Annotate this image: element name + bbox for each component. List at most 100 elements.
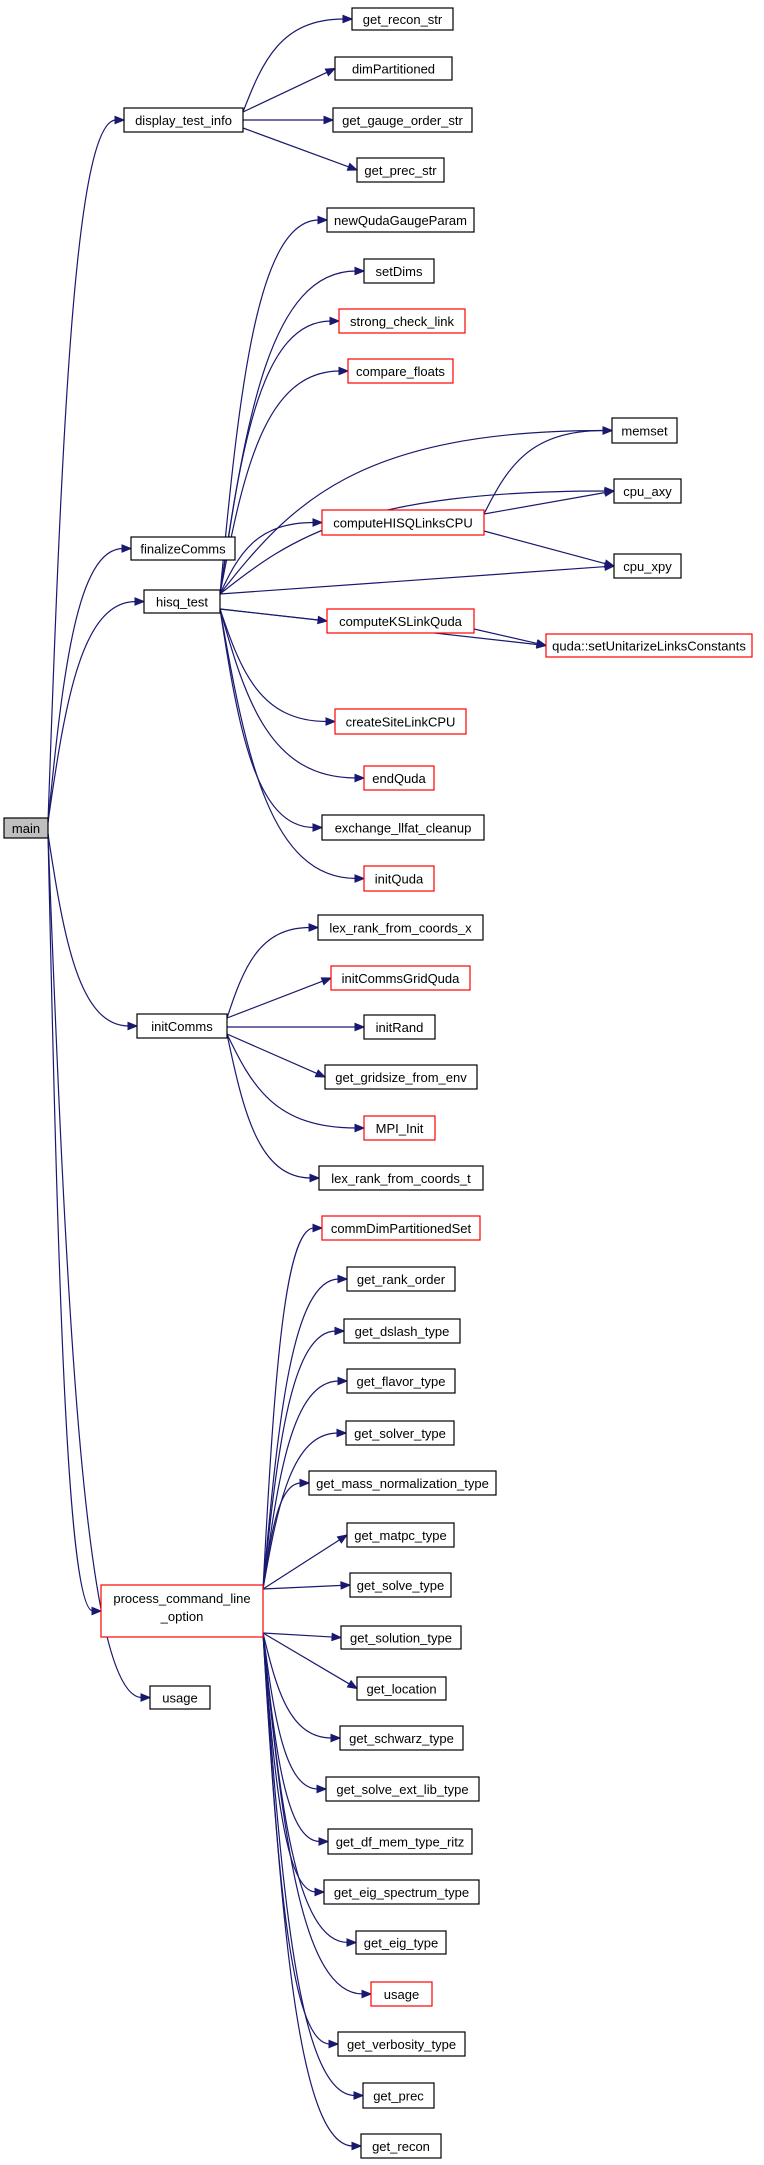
edge-main-to-usage-main	[47, 833, 152, 1702]
node-box	[346, 1368, 456, 1394]
node-label: get_mass_normalization_type	[316, 1476, 489, 1491]
node-finalizecomms[interactable]: finalizeComms	[130, 536, 236, 561]
node-get-dslash-type[interactable]: get_dslash_type	[343, 1318, 461, 1344]
node-get-matpc-type[interactable]: get_matpc_type	[346, 1522, 455, 1548]
node-get-eig-type[interactable]: get_eig_type	[355, 1930, 447, 1955]
node-usage-pcl[interactable]: usage	[370, 1981, 433, 2007]
node-box	[3, 817, 49, 839]
node-label: endQuda	[372, 771, 426, 786]
node-memset[interactable]: memset	[611, 417, 678, 444]
node-get-gauge-order-str[interactable]: get_gauge_order_str	[332, 107, 473, 133]
node-label: exchange_llfat_cleanup	[335, 821, 472, 836]
node-get-solution-type[interactable]: get_solution_type	[340, 1625, 462, 1650]
edge-process-command-line-option-to-get-solver-type	[262, 1428, 348, 1590]
node-label: _option	[160, 1609, 204, 1624]
node-box	[370, 1981, 433, 2007]
call-nodes: maindisplay_test_infoget_recon_strdimPar…	[3, 7, 753, 2159]
node-initquda[interactable]: initQuda	[363, 865, 435, 892]
node-initrand[interactable]: initRand	[363, 1014, 436, 1040]
edge-hisq-test-to-endquda	[219, 608, 366, 783]
node-box	[363, 865, 435, 892]
node-get-df-mem-type-ritz[interactable]: get_df_mem_type_ritz	[327, 1828, 473, 1855]
node-process-command-line-option[interactable]: process_command_line_option	[100, 1584, 264, 1638]
node-get-prec[interactable]: get_prec	[362, 2082, 435, 2109]
node-get-solver-type[interactable]: get_solver_type	[345, 1420, 455, 1446]
node-box	[362, 2082, 435, 2109]
node-lex-rank-from-coords-t[interactable]: lex_rank_from_coords_t	[318, 1165, 484, 1191]
node-get-schwarz-type[interactable]: get_schwarz_type	[339, 1725, 464, 1751]
node-box	[339, 1725, 464, 1751]
node-setunitarizelinksconstants[interactable]: quda::setUnitarizeLinksConstants	[545, 633, 753, 658]
node-compare-floats[interactable]: compare_floats	[347, 358, 454, 384]
node-hisq-test[interactable]: hisq_test	[143, 589, 221, 614]
node-get-rank-order[interactable]: get_rank_order	[346, 1266, 456, 1292]
node-get-verbosity-type[interactable]: get_verbosity_type	[337, 2031, 466, 2057]
edge-process-command-line-option-to-usage-pcl	[262, 1632, 373, 1999]
node-dimpartitioned[interactable]: dimPartitioned	[334, 56, 453, 81]
node-get-eig-spectrum-type[interactable]: get_eig_spectrum_type	[323, 1879, 480, 1905]
edge-computehisqlinkscpu-to-cpu-xpy	[483, 530, 616, 568]
node-commdimpartitionedset[interactable]: commDimPartitionedSet	[321, 1215, 481, 1241]
node-createsitelinkcpu[interactable]: createSiteLinkCPU	[334, 708, 467, 735]
node-label: cpu_xpy	[623, 559, 672, 574]
node-box	[100, 1584, 264, 1638]
node-label: strong_check_link	[350, 314, 455, 329]
node-initcommsgridquda[interactable]: initCommsGridQuda	[330, 965, 471, 991]
edge-hisq-test-to-computehisqlinkscpu	[219, 518, 324, 595]
node-label: get_solver_type	[354, 1426, 446, 1441]
node-get-flavor-type[interactable]: get_flavor_type	[346, 1368, 456, 1394]
edge-hisq-test-to-initquda	[219, 608, 366, 883]
node-box	[321, 1215, 481, 1241]
edge-hisq-test-to-newqudagaugeparam	[219, 215, 329, 595]
node-box	[149, 1685, 211, 1710]
node-label: get_solution_type	[350, 1631, 452, 1646]
node-newqudagaugeparam[interactable]: newQudaGaugeParam	[326, 207, 475, 233]
call-edges	[47, 14, 616, 2151]
node-cpu-xpy[interactable]: cpu_xpy	[613, 553, 682, 579]
node-mpi-init[interactable]: MPI_Init	[363, 1115, 436, 1141]
node-label: initQuda	[375, 872, 424, 887]
node-get-location[interactable]: get_location	[356, 1676, 447, 1701]
node-strong-check-link[interactable]: strong_check_link	[338, 308, 466, 334]
node-computehisqlinkscpu[interactable]: computeHISQLinksCPU	[321, 509, 485, 536]
node-label: get_eig_spectrum_type	[334, 1885, 469, 1900]
node-box	[356, 1676, 447, 1701]
node-get-prec-str[interactable]: get_prec_str	[356, 157, 445, 183]
node-setdims[interactable]: setDims	[363, 258, 435, 284]
node-label: finalizeComms	[140, 542, 226, 557]
node-exchange-llfat-cleanup[interactable]: exchange_llfat_cleanup	[321, 814, 485, 841]
node-initcomms[interactable]: initComms	[136, 1013, 228, 1039]
node-label: usage	[162, 1691, 197, 1706]
edge-display-test-info-to-dimpartitioned	[242, 67, 337, 113]
edge-hisq-test-to-strong-check-link	[219, 316, 341, 595]
node-usage-main[interactable]: usage	[149, 1685, 211, 1710]
node-label: initCommsGridQuda	[342, 971, 461, 986]
node-label: compare_floats	[356, 364, 445, 379]
node-label: MPI_Init	[376, 1121, 424, 1136]
edge-process-command-line-option-to-commdimpartitionedset	[262, 1223, 324, 1590]
node-get-recon[interactable]: get_recon	[360, 2133, 442, 2159]
node-label: get_recon_str	[363, 12, 443, 27]
node-display-test-info[interactable]: display_test_info	[123, 107, 244, 133]
node-computekslinkquda[interactable]: computeKSLinkQuda	[326, 608, 475, 634]
node-label: get_flavor_type	[357, 1374, 446, 1389]
node-box	[326, 608, 475, 634]
node-box	[143, 589, 221, 614]
node-label: get_recon	[372, 2139, 430, 2154]
node-cpu-axy[interactable]: cpu_axy	[613, 478, 682, 504]
edge-hisq-test-to-compare-floats	[219, 366, 350, 595]
node-get-gridsize-from-env[interactable]: get_gridsize_from_env	[324, 1064, 478, 1090]
node-label: cpu_axy	[623, 484, 672, 499]
edge-initcomms-to-mpi-init	[226, 1033, 366, 1133]
node-get-solve-type[interactable]: get_solve_type	[349, 1572, 452, 1598]
node-lex-rank-from-coords-x[interactable]: lex_rank_from_coords_x	[317, 914, 484, 941]
edge-process-command-line-option-to-get-verbosity-type	[262, 1632, 340, 2049]
node-get-mass-normalization-type[interactable]: get_mass_normalization_type	[308, 1470, 497, 1496]
node-label: newQudaGaugeParam	[334, 213, 467, 228]
node-get-recon-str[interactable]: get_recon_str	[351, 7, 454, 31]
node-get-solve-ext-lib-type[interactable]: get_solve_ext_lib_type	[325, 1776, 480, 1802]
node-box	[337, 2031, 466, 2057]
node-label: createSiteLinkCPU	[346, 715, 456, 730]
node-endquda[interactable]: endQuda	[363, 765, 435, 791]
